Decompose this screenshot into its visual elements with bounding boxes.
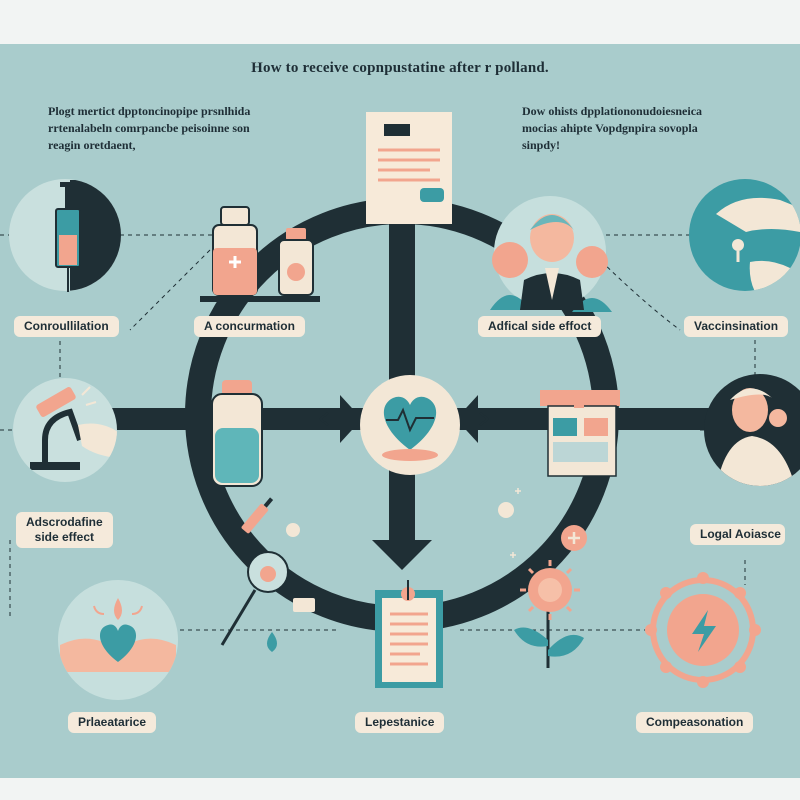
right-note: Dow ohists dpplationonudoiesneica mocias… [522,103,702,154]
left-note-line: Plogt mertict dpptoncinopipe prsnlhida [48,104,251,118]
arrow-left [456,395,478,443]
left-note: Plogt mertict dpptoncinopipe prsnlhida r… [48,103,250,154]
label-compensation: Compeasonation [636,712,754,733]
hands-heart-icon [58,580,178,700]
label-adverse-left: Adscrodafine side effect [16,512,113,548]
hands-icon [689,179,800,291]
left-note-line: reagin oretdaent, [48,138,136,152]
badge-icon [645,572,761,688]
page-title: How to receive copnpustatine after r pol… [251,60,549,76]
syringe-icon [9,179,121,292]
document-icon [366,112,452,224]
arrow-right [340,395,362,443]
label-adverse-left-line: side effect [34,530,95,544]
label-consummation: A concurmation [194,316,305,337]
vial-icon [211,380,263,487]
label-adverse-top: Adfical side effoct [478,316,602,337]
label-acceptance: Lepestanice [355,712,445,733]
label-process: Prlaeatarice [68,712,157,733]
vials-icon [200,206,320,302]
right-note-line: Dow ohists dpplationonudoiesneica [522,104,703,118]
right-note-line: sinpdy! [522,138,561,152]
pharmacy-icon [540,390,620,477]
bottom-band [0,778,800,800]
label-consultation: Conroullilation [14,316,119,337]
left-note-line: rrtenalabeln comrpancbe peisoinne son [48,121,250,135]
label-legal: Logal Aoiasce [690,524,785,545]
decorations [220,488,587,652]
flower-icon [514,560,584,668]
droplet-icon [267,632,277,652]
label-vaccination: Vaccinsination [684,316,789,337]
microscope-icon [13,378,117,482]
label-adverse-left-line: Adscrodafine [26,515,103,529]
patient-icon [704,374,800,486]
heart-icon [360,375,460,475]
right-note-line: mocias ahipte Vopdgnpira sovopla [522,121,698,135]
top-band [0,0,800,44]
doctors-icon [490,196,612,312]
arrow-down [372,540,432,570]
clipboard-icon [375,580,443,688]
